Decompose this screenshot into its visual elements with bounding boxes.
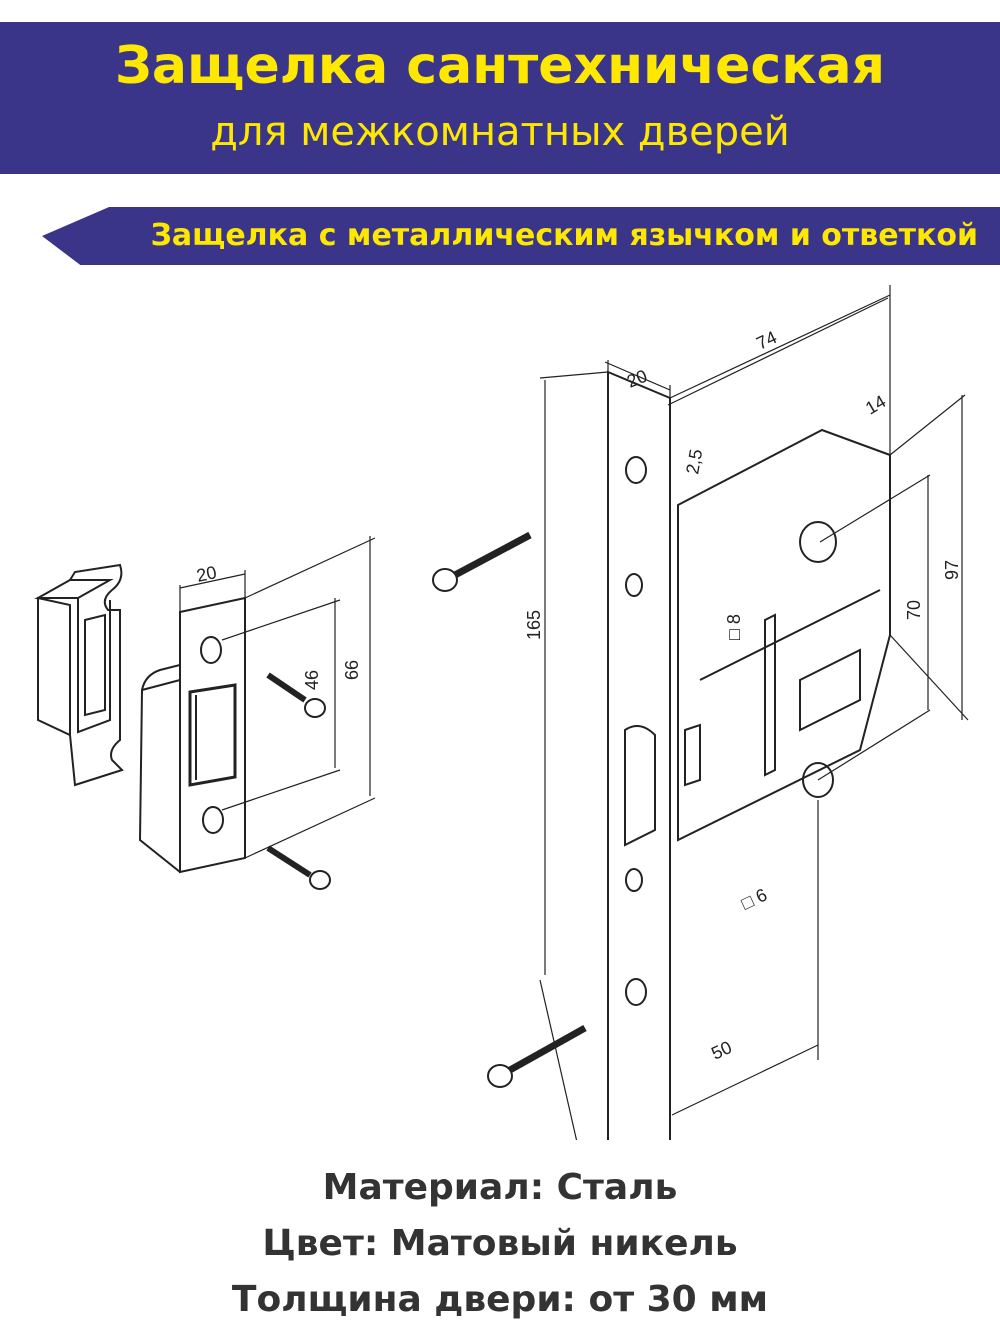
strike-screws-drawing (266, 672, 331, 890)
dim-square-6: □ 6 (738, 885, 770, 914)
header-banner: Защелка сантехническая для межкомнатных … (0, 22, 1000, 174)
dim-strike-66: 66 (342, 660, 362, 680)
product-title: Защелка сантехническая (114, 36, 886, 96)
feature-banner: Защелка с металлическим язычком и ответк… (42, 207, 1000, 265)
spec-color: Цвет: Матовый никель (262, 1223, 738, 1264)
strike-plate-drawing (138, 596, 246, 874)
dim-square-8: □ 8 (724, 614, 744, 640)
latch-dimensions (539, 285, 969, 1140)
dim-body-depth: 74 (753, 327, 780, 354)
strike-dimensions (179, 536, 376, 859)
dim-height-165: 165 (524, 610, 544, 640)
latch-screws-drawing (432, 531, 587, 1088)
latch-body-drawing (607, 370, 891, 1140)
strike-box-drawing (34, 563, 124, 787)
spec-material: Материал: Сталь (322, 1167, 678, 1208)
dim-height-70: 70 (904, 600, 924, 620)
dim-offset-14: 14 (862, 391, 889, 418)
product-subtitle: для межкомнатных дверей (210, 109, 790, 155)
dim-height-97: 97 (942, 560, 962, 580)
dim-strike-width: 20 (195, 562, 219, 586)
dim-backset-50: 50 (708, 1037, 735, 1064)
dim-offset-2-5: 2,5 (682, 448, 706, 476)
dim-strike-46: 46 (302, 670, 322, 690)
spec-door-thickness: Толщина двери: от 30 мм (231, 1279, 769, 1320)
technical-drawing: 20 46 66 20 74 14 2,5 165 □ 8 70 97 □ 6 … (34, 285, 969, 1140)
specs-list: Материал: Сталь Цвет: Матовый никель Тол… (0, 1160, 1000, 1328)
feature-banner-text: Защелка с металлическим язычком и ответк… (150, 218, 978, 253)
